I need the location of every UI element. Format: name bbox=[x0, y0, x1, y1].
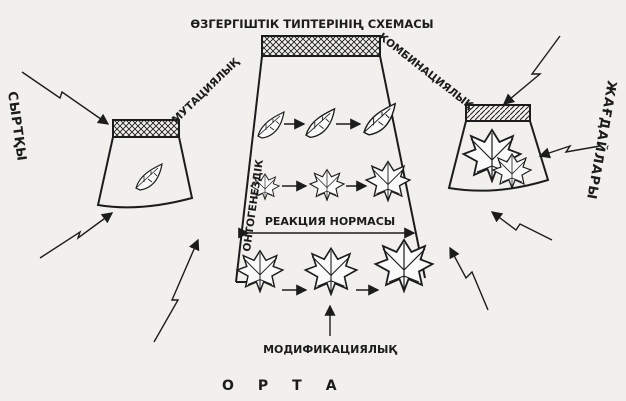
combination-label: КОМБИНАЦИЯЛЫҚ bbox=[376, 31, 475, 112]
leaf-icon bbox=[135, 163, 163, 191]
lightning-arrow-icon bbox=[21, 35, 601, 343]
leaf-row-1 bbox=[257, 102, 396, 139]
leaf-row-3 bbox=[236, 239, 434, 296]
combination-block bbox=[447, 104, 550, 192]
mutation-label: МУТАЦИЯЛЫҚ bbox=[170, 56, 242, 126]
maple-leaf-icon bbox=[304, 247, 358, 296]
leaf-row-2 bbox=[250, 160, 411, 202]
right-arc-label: ЖАҒДАЙЛАРЫ bbox=[583, 79, 620, 201]
maple-leaf-icon bbox=[365, 160, 411, 202]
leaf-icon bbox=[305, 108, 336, 139]
left-arc-label: СЫРТҚЫ bbox=[4, 90, 29, 162]
diagram-title: ӨЗГЕРГІШТІК ТИПТЕРІНІҢ СХЕМАСЫ bbox=[190, 17, 433, 31]
mutation-block bbox=[96, 119, 194, 209]
leaf-icon bbox=[363, 102, 396, 136]
reaction-norm-label: РЕАКЦИЯ НОРМАСЫ bbox=[265, 215, 395, 228]
maple-leaf-icon bbox=[236, 250, 284, 293]
modification-label: МОДИФИКАЦИЯЛЫҚ bbox=[263, 343, 397, 356]
central-block bbox=[235, 35, 426, 283]
central-hatched-band bbox=[261, 35, 381, 57]
maple-leaf-icon bbox=[374, 239, 434, 292]
right-arc-text: ЖАҒДАЙЛАРЫ bbox=[583, 79, 620, 201]
leaf-icon bbox=[257, 111, 285, 139]
maple-leaf-icon bbox=[492, 153, 532, 189]
left-arc-text: СЫРТҚЫ bbox=[4, 90, 29, 162]
mutation-hatched-band bbox=[112, 119, 180, 138]
maple-leaf-icon bbox=[309, 169, 345, 201]
bottom-label: ОРТА bbox=[222, 378, 361, 394]
combination-hatched-band bbox=[465, 104, 531, 122]
